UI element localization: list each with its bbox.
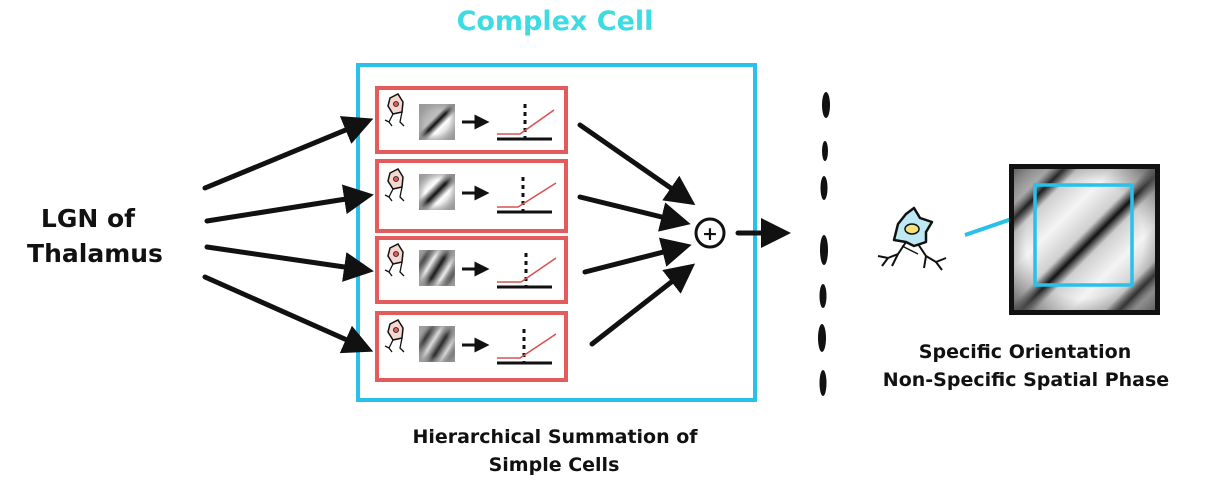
- neuron-icon: [877, 206, 947, 271]
- diagram-title: Complex Cell: [457, 6, 654, 37]
- simple-cell-2: [375, 159, 568, 233]
- caption-line2: Simple Cells: [489, 454, 620, 476]
- convergence-arrow-2: [577, 194, 691, 232]
- input-arrow-4: [202, 274, 374, 354]
- result-label-line1: Specific Orientation: [919, 341, 1131, 363]
- response-curve-icon: [497, 177, 557, 214]
- simple-cell-box: [375, 159, 568, 233]
- input-label-line1: LGN of: [41, 204, 136, 233]
- simple-cell-3: [375, 236, 568, 304]
- neuron-icon: [384, 168, 405, 202]
- neuron-icon: [384, 243, 405, 277]
- caption-line1: Hierarchical Summation of: [412, 426, 698, 448]
- response-curve-icon: [497, 253, 557, 289]
- simple-cell-box: [375, 86, 568, 154]
- response-curve-icon: [497, 104, 555, 141]
- spike-train-icon: [818, 92, 830, 396]
- input-label-line2: Thalamus: [27, 239, 163, 268]
- simple-cell-1: [375, 86, 568, 154]
- convergence-arrow-3: [582, 237, 692, 275]
- gabor-filter-icon: [419, 104, 455, 140]
- neuron-icon: [384, 93, 405, 127]
- simple-cell-4: [375, 311, 568, 382]
- response-curve-icon: [497, 329, 557, 365]
- input-arrow-1: [202, 116, 374, 191]
- summation-symbol: +: [702, 223, 718, 245]
- convergence-arrow-1: [577, 122, 696, 206]
- convergence-arrow-4: [589, 263, 696, 347]
- gabor-filter-icon: [419, 174, 455, 210]
- summation-icon: +: [694, 217, 726, 249]
- neuron-icon: [384, 319, 405, 353]
- input-arrow-2: [204, 184, 374, 224]
- receptive-field-icon: [1009, 164, 1160, 315]
- input-arrows: [202, 116, 374, 354]
- convergence-arrows: [577, 122, 696, 347]
- result-label-line2: Non-Specific Spatial Phase: [883, 369, 1169, 391]
- input-arrow-3: [204, 244, 374, 282]
- gabor-filter-icon: [419, 250, 455, 286]
- gabor-filter-icon: [419, 326, 455, 362]
